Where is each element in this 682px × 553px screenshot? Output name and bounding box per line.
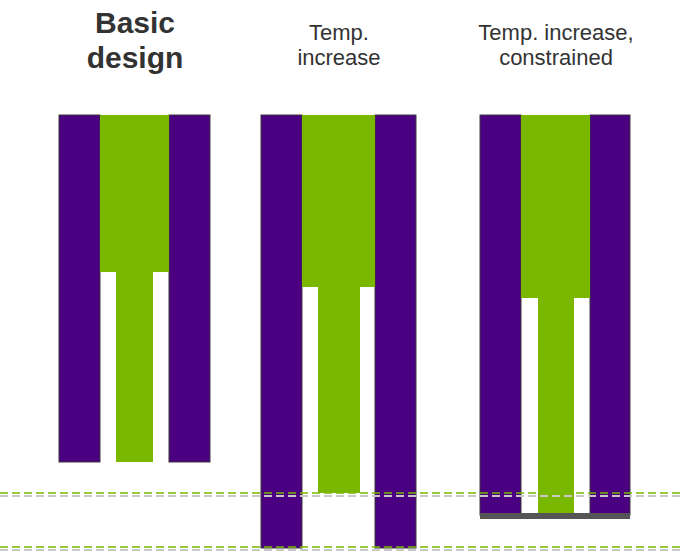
outer-wall bbox=[375, 115, 416, 548]
outer-wall bbox=[590, 115, 630, 515]
inner-stem bbox=[538, 297, 574, 513]
inner-head bbox=[302, 115, 375, 287]
outer-wall bbox=[261, 115, 302, 548]
reference-line bbox=[0, 492, 682, 494]
constraint-plate bbox=[480, 513, 630, 519]
inner-head bbox=[521, 115, 590, 298]
constrained-assembly bbox=[480, 115, 630, 519]
column-heading: Temp. increase, constrained bbox=[456, 20, 656, 71]
reference-line-shadow bbox=[0, 549, 682, 551]
basic-assembly bbox=[59, 115, 210, 462]
reference-lines bbox=[0, 493, 682, 550]
outer-wall bbox=[59, 115, 100, 462]
inner-stem bbox=[318, 286, 360, 493]
outer-wall bbox=[480, 115, 521, 515]
column-heading: Basic design bbox=[70, 6, 200, 75]
reference-line bbox=[0, 546, 682, 548]
expanded-assembly bbox=[261, 115, 416, 548]
inner-stem bbox=[116, 271, 153, 462]
inner-head bbox=[100, 115, 169, 272]
outer-wall bbox=[169, 115, 210, 462]
reference-line-shadow bbox=[0, 495, 682, 497]
column-heading: Temp. increase bbox=[284, 20, 394, 71]
